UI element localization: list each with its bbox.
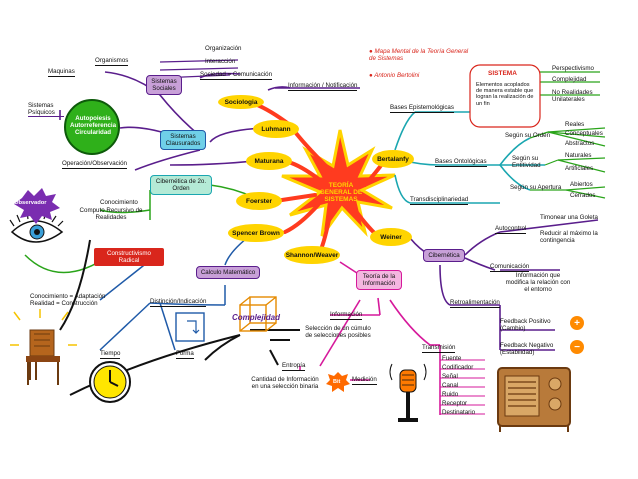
luhmann-node: Luhmann [253,120,299,138]
bit-label: Bit [333,379,341,385]
cantidad-label: Cantidad de Información en una selección… [251,376,319,390]
plus-icon: + [570,316,584,330]
abstractos-label: Abstractos [565,140,595,147]
distincion-label: Distinción/Indicación [150,298,207,307]
complejidad-label: Complejidad [232,313,281,322]
chain-item: Fuente [442,355,462,362]
bases-epist-label: Bases Epistemológicas [390,104,454,113]
autopoiesis-node: Autopoiesis Autorreferencia Circularidad [70,115,117,136]
cube-icon [239,296,277,332]
sistemas-clausurados-node: Sistemas Clausurados [160,130,206,150]
organismos-label: Organismos [95,57,129,66]
retroalimentacion-label: Retroalimentación [450,299,500,308]
reales-label: Reales [565,121,585,128]
seleccion-label: Selección de un cúmulo de selecciones po… [305,325,371,339]
tiempo-label: Tiempo [100,350,121,359]
chain-item: Canal [442,382,459,389]
center-burst [281,129,396,237]
sociologia-node: Sociologia [218,95,264,109]
comunicacion-label: Comunicación [490,263,530,272]
no-realidades-label: No Realidades Unilaterales [552,89,593,103]
informacion-label: Información [330,311,363,320]
maturana-node: Maturana [246,152,292,170]
adaptacion-label: Conocimiento = Adaptación Realidad = Con… [30,293,106,307]
entropia-label: Entropía [282,362,306,371]
chain-item: Codificador [442,364,474,371]
info-modifica-label: Información que modifica la relación con… [505,272,571,293]
chair-icon [10,309,77,385]
center-title: TEORÍA GENERAL DE SISTEMAS [319,182,363,203]
chain-item: Señal [442,373,458,380]
chain-item: Ruido [442,391,459,398]
conceptuales-label: Conceptuales [565,130,603,137]
naturales-label: Naturales [565,152,592,159]
clock-icon [89,361,131,403]
weiner-node: Weiner [370,228,412,246]
foerster-node: Foerster [236,192,282,210]
complejidad-right-label: Complejidad [552,76,587,83]
sistemas-sociales-node: Sistemas Sociales [146,75,182,95]
chain-item: Destinatario [442,409,476,416]
conocimiento-label: Conocimiento [100,199,138,206]
sistema-definition: Elementos acoplados de manera estable qu… [476,82,534,107]
segun-apertura-label: Según su Apertura [510,184,562,191]
observador-label: Observador [14,200,47,206]
microphone-icon [389,363,427,422]
radio-icon [497,367,571,432]
abiertos-label: Abiertos [570,181,593,188]
cibernetica-2o-node: Cibernética de 2o. Orden [150,175,212,195]
chain-item: Receptor [442,400,468,407]
segun-entidad-label: Según su Entitividad [512,155,541,169]
bertalanfy-node: Bertalanfy [372,150,414,168]
spencer-node: Spencer Brown [228,224,284,242]
maquinas-label: Maquinas [48,68,75,77]
bases-onto-label: Bases Ontológicas [435,158,487,167]
legend-item-2: ● Antonio Bertolini [369,72,420,79]
segun-orden-label: Según su Orden [505,132,551,139]
medicion-label: Medición [352,376,377,385]
eye-icon [9,211,64,243]
sistemas-psiquicos-label: Sistemas Psíquicos [28,102,64,117]
cerrados-label: Cerrados [570,192,596,199]
reducir-label: Reducir al máximo la contingencia [540,230,598,244]
feedback-positivo-label: Feedback Positivo (Cambio) [500,318,551,332]
timonear-label: Timonear una Goleta [540,214,598,221]
informacion-notificacion-label: Información / Notificación [288,82,358,91]
constructivismo-node: Constructivismo Radical [94,248,164,266]
interaccion-label: Interacción [205,58,236,65]
computo-label: Computo Recursivo de Realidades [79,207,143,221]
legend-item-1: ● Mapa Mental de la Teoría General de Si… [369,48,469,62]
calculo-node: Calculo Matemático [196,266,260,279]
transmision-label: Transmisión [422,344,456,353]
organizacion-label: Organización [205,45,242,52]
autocontrol-label: Autocontrol [495,225,527,234]
minus-icon: − [570,340,584,354]
sociedad-label: Sociedad = Comunicación [200,71,273,80]
perspectivismo-label: Perspectivismo [552,65,594,72]
feedback-negativo-label: Feedback Negativo (Estabilidad) [500,342,554,356]
artificiales-label: Artificiales [565,165,594,172]
sistema-title: SISTEMA [488,70,517,77]
forma-label: Forma [176,350,194,359]
shannon-node: Shannon/Weaver [284,246,340,264]
teoria-informacion-node: Teoría de la Información [356,270,402,290]
transdisciplinariedad-label: Transdisciplinariedad [410,196,469,205]
operacion-label: Operación/Observación [62,160,128,169]
cibernetica-node: Cibernética [423,249,465,262]
